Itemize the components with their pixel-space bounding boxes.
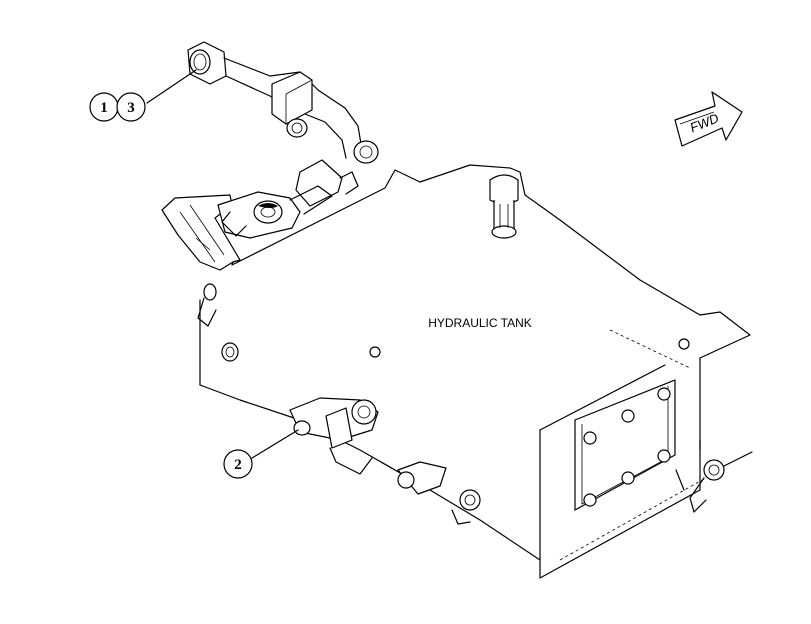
mounting-bracket [161, 194, 241, 271]
callout-2-circle [223, 449, 253, 479]
tank-label: HYDRAULIC TANK [428, 316, 532, 330]
forward-direction-arrow: FWD [674, 91, 743, 147]
suction-pipe-assembly [187, 41, 379, 239]
callout-1-3-group: 1 3 [89, 69, 197, 122]
callout-3-circle [116, 92, 146, 122]
filler-breather [489, 174, 519, 239]
tank-body [199, 164, 751, 579]
access-cover [574, 379, 676, 511]
drain-valve-assembly [289, 397, 481, 525]
callout-2-group: 2 [223, 429, 299, 479]
callout-2-number: 2 [234, 457, 242, 473]
callout-3-number: 3 [127, 100, 135, 116]
callout-1-number: 1 [100, 100, 108, 116]
right-side-fitting [675, 338, 753, 513]
left-side-fittings [197, 283, 381, 362]
